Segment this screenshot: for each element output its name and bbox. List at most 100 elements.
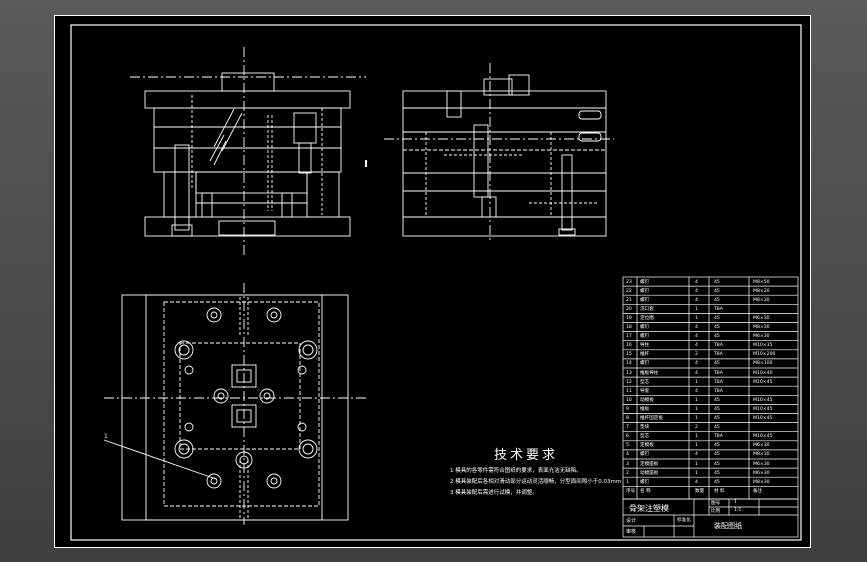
title-block xyxy=(622,498,799,538)
bom-material: 45 xyxy=(714,325,720,330)
bom-seq: 6 xyxy=(626,434,629,440)
bom-name: 浇口套 xyxy=(640,306,654,312)
title-value-r1: 1 xyxy=(734,500,737,505)
bom-qty: 1 xyxy=(695,434,698,440)
bom-seq: 22 xyxy=(626,288,632,294)
bom-name: 推板 xyxy=(640,406,650,412)
bom-seq: 8 xyxy=(626,416,629,421)
bom-material: 45 xyxy=(714,406,720,412)
bom-material: 45 xyxy=(714,479,720,485)
bom-material: 45 xyxy=(714,470,720,476)
bom-note: M10×45 xyxy=(753,406,773,412)
bom-name: 导套 xyxy=(640,388,650,394)
bom-name: 定位圈 xyxy=(640,315,654,321)
bom-seq: 7 xyxy=(626,425,629,431)
bom-header-material: 材 料 xyxy=(714,488,725,494)
bom-note: M10×45 xyxy=(753,434,773,440)
bom-qty: 4 xyxy=(695,479,698,485)
bom-name: 螺钉 xyxy=(640,288,650,294)
bom-name: 螺钉 xyxy=(640,479,650,485)
bom-note: M10×45 xyxy=(753,397,773,403)
bom-material: 45 xyxy=(714,334,720,340)
title-label-r1: 图号 xyxy=(711,501,721,506)
bom-seq: 15 xyxy=(626,352,632,358)
bom-material: T8A xyxy=(714,388,723,394)
bom-qty: 4 xyxy=(695,452,698,458)
bom-name: 推杆 xyxy=(640,352,650,358)
bom-name: 导柱 xyxy=(640,343,650,349)
bom-note: M6×30 xyxy=(753,315,770,321)
bom-seq: 9 xyxy=(626,406,629,412)
bom-note: M8×30 xyxy=(753,325,770,330)
bom-material: T8A xyxy=(714,434,723,440)
title-label-design: 设计 xyxy=(626,518,637,524)
bom-name: 螺钉 xyxy=(640,325,650,330)
drawing-canvas xyxy=(54,15,811,548)
bom-material: 45 xyxy=(714,288,720,294)
bom-name: 垫块 xyxy=(640,425,650,431)
bom-qty: 4 xyxy=(695,370,698,376)
inner-border xyxy=(70,24,802,541)
drawing-sheet: 1 技术要求 1 模具的各零件需符合图纸的要求，表面光洁无缺陷。 2 模具装配后… xyxy=(54,15,811,548)
bom-table xyxy=(622,276,799,500)
bom-qty: 1 xyxy=(695,470,698,476)
bom-note: M10×35 xyxy=(753,343,773,349)
bom-seq: 20 xyxy=(626,306,632,312)
bom-material: 45 xyxy=(714,461,720,467)
bom-header-qty: 数量 xyxy=(695,488,705,494)
bom-note: M8×30 xyxy=(753,288,770,294)
side-section-view xyxy=(384,63,614,243)
bom-name: 推杆固定板 xyxy=(640,416,663,421)
bom-seq: 19 xyxy=(626,315,632,321)
bom-name: 动模板 xyxy=(640,397,654,403)
bom-seq: 5 xyxy=(626,443,629,449)
bom-name: 定模座板 xyxy=(640,461,659,467)
bom-name: 定模板 xyxy=(640,443,654,449)
bom-seq: 4 xyxy=(626,452,629,458)
bom-qty: 1 xyxy=(695,379,698,385)
bom-seq: 1 xyxy=(626,479,629,485)
part-balloon-label: 1 xyxy=(104,433,108,440)
bom-note: M8×30 xyxy=(753,479,770,485)
bom-material: 45 xyxy=(714,452,720,458)
bom-name: 螺钉 xyxy=(640,279,650,285)
bom-qty: 4 xyxy=(695,388,698,394)
bom-note: M6×30 xyxy=(753,334,770,340)
bom-qty: 1 xyxy=(695,315,698,321)
bom-note: M8×100 xyxy=(753,361,773,367)
bom-qty: 1 xyxy=(695,306,698,312)
bom-material: 45 xyxy=(714,297,720,303)
bom-name: 型芯 xyxy=(640,434,650,440)
bom-qty: 4 xyxy=(695,288,698,294)
bom-seq: 18 xyxy=(626,325,632,330)
bom-qty: 2 xyxy=(695,352,698,358)
bom-material: T8A xyxy=(714,370,723,376)
bom-seq: 14 xyxy=(626,361,632,367)
bom-note: M6×30 xyxy=(753,443,770,449)
plan-view xyxy=(103,283,369,525)
bom-seq: 16 xyxy=(626,343,632,349)
bom-note: M10×40 xyxy=(753,370,773,376)
bom-name: 螺钉 xyxy=(640,361,650,367)
bom-material: T8A xyxy=(714,379,723,385)
bom-header-note: 备注 xyxy=(753,488,763,494)
title-label-standard: 标准化 xyxy=(677,518,691,523)
title-label-review: 审核 xyxy=(626,529,637,535)
bom-name: 螺钉 xyxy=(640,297,650,303)
bom-seq: 2 xyxy=(626,470,629,476)
tech-requirement-3: 3 模具装配后需进行试模，并调整。 xyxy=(450,490,538,496)
bom-qty: 1 xyxy=(695,397,698,403)
bom-qty: 1 xyxy=(695,406,698,412)
bom-seq: 17 xyxy=(626,334,632,340)
school-name: 装配图纸 xyxy=(714,522,742,530)
title-label-r2: 比例 xyxy=(711,509,721,514)
bom-material: 45 xyxy=(714,425,720,431)
bom-note: M10×200 xyxy=(753,352,776,358)
bom-seq: 10 xyxy=(626,397,632,403)
tech-requirements-title: 技术要求 xyxy=(494,448,559,463)
bom-note: M6×30 xyxy=(753,470,770,476)
bom-name: 螺钉 xyxy=(640,334,650,340)
outer-border xyxy=(54,15,811,548)
bom-note: M10×45 xyxy=(753,379,773,385)
